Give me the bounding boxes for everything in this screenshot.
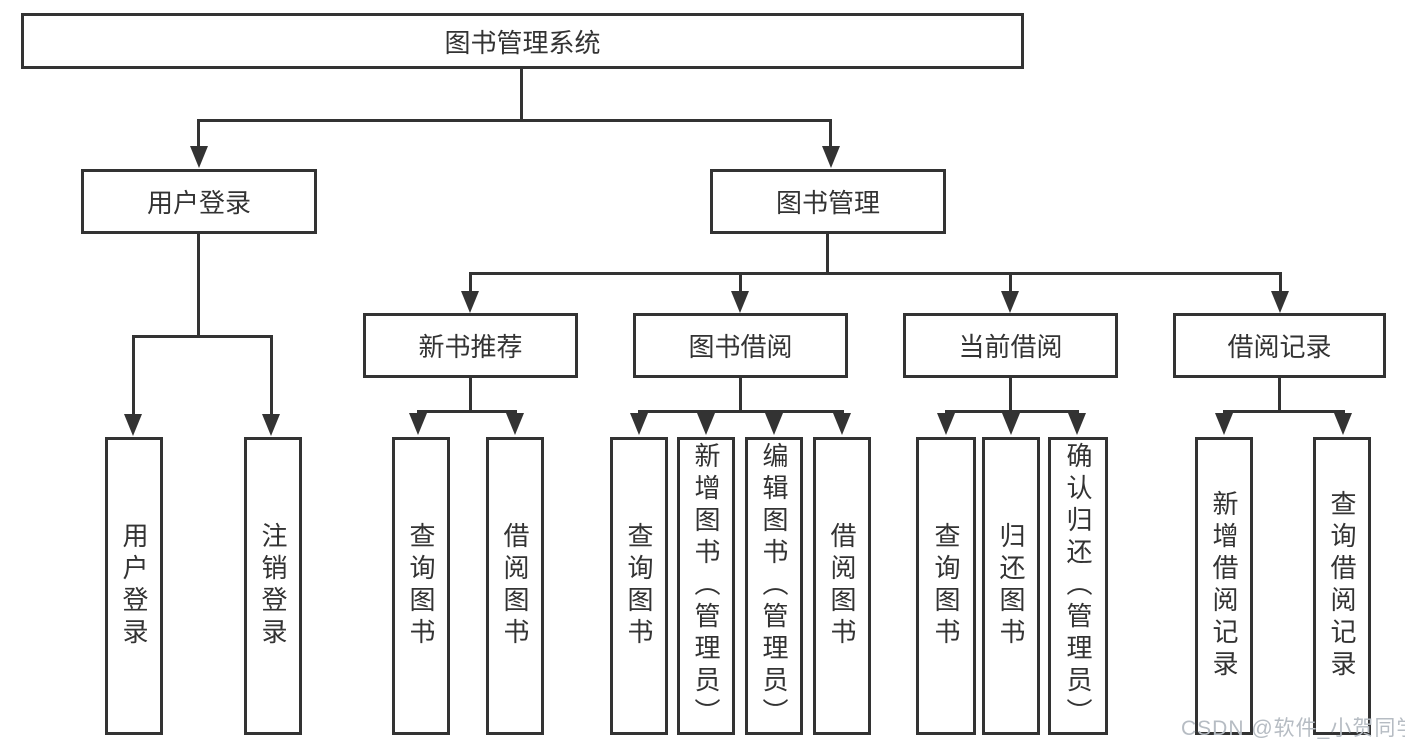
- arrowhead-query-book-current: [937, 413, 955, 435]
- connector-branch-borrow-record: [1279, 272, 1282, 292]
- connector-branch-book-mgmt: [829, 119, 832, 149]
- leaf-return-book: 归还图书: [982, 437, 1040, 735]
- node-book-borrow: 图书借阅: [633, 313, 848, 378]
- connector-borrow-record-horizontal: [1223, 410, 1345, 413]
- connector-current-borrow-horizontal: [945, 410, 1079, 413]
- arrowhead-edit-book: [765, 413, 783, 435]
- leaf-borrow-book-rec: 借阅图书: [486, 437, 544, 735]
- leaf-query-book-current: 查询图书: [916, 437, 976, 735]
- arrowhead-borrow-book-rec: [506, 413, 524, 435]
- arrowhead-new-book-rec: [461, 291, 479, 313]
- arrowhead-confirm-return: [1068, 413, 1086, 435]
- arrowhead-return-book: [1002, 413, 1020, 435]
- connector-branch-user-login: [197, 119, 200, 149]
- arrowhead-book-borrow: [731, 291, 749, 313]
- node-user-login: 用户登录: [81, 169, 317, 234]
- connector-root-horizontal: [197, 119, 832, 122]
- arrowhead-add-record: [1215, 413, 1233, 435]
- connector-book-mgmt-horizontal: [469, 272, 1282, 275]
- connector-new-book-rec-horizontal: [417, 410, 517, 413]
- connector-branch-new-book-rec: [469, 272, 472, 292]
- arrowhead-query-record: [1334, 413, 1352, 435]
- connector-branch-book-borrow: [739, 272, 742, 292]
- node-book-mgmt: 图书管理: [710, 169, 946, 234]
- leaf-borrow-book-borrow: 借阅图书: [813, 437, 871, 735]
- arrowhead-leaf-user-login: [124, 414, 142, 436]
- leaf-add-book: 新增图书（管理员）: [677, 437, 735, 735]
- csdn-watermark: CSDN @软件_小贺同学: [1181, 717, 1405, 740]
- connector-new-book-rec-stem: [469, 378, 472, 410]
- arrowhead-book-mgmt: [822, 146, 840, 168]
- connector-branch-leaf-logout: [270, 335, 273, 415]
- arrowhead-borrow-record: [1271, 291, 1289, 313]
- leaf-edit-book: 编辑图书（管理员）: [745, 437, 803, 735]
- connector-branch-leaf-user-login: [132, 335, 135, 415]
- node-root: 图书管理系统: [21, 13, 1024, 69]
- arrowhead-query-book-rec: [409, 413, 427, 435]
- arrowhead-borrow-book-borrow: [833, 413, 851, 435]
- arrowhead-leaf-logout: [262, 414, 280, 436]
- leaf-user-login: 用户登录: [105, 437, 163, 735]
- connector-book-borrow-stem: [739, 378, 742, 410]
- node-borrow-record: 借阅记录: [1173, 313, 1386, 378]
- connector-branch-current-borrow: [1009, 272, 1012, 292]
- leaf-logout: 注销登录: [244, 437, 302, 735]
- node-new-book-rec: 新书推荐: [363, 313, 578, 378]
- node-current-borrow: 当前借阅: [903, 313, 1118, 378]
- leaf-query-book-rec: 查询图书: [392, 437, 450, 735]
- arrowhead-current-borrow: [1001, 291, 1019, 313]
- connector-user-login-stem: [197, 233, 200, 335]
- leaf-add-record: 新增借阅记录: [1195, 437, 1253, 735]
- arrowhead-add-book: [697, 413, 715, 435]
- connector-current-borrow-stem: [1009, 378, 1012, 410]
- connector-root-stem: [520, 68, 523, 119]
- arrowhead-query-book-borrow: [630, 413, 648, 435]
- leaf-query-book-borrow: 查询图书: [610, 437, 668, 735]
- leaf-query-record: 查询借阅记录: [1313, 437, 1371, 735]
- arrowhead-user-login: [190, 146, 208, 168]
- connector-book-borrow-horizontal: [638, 410, 844, 413]
- connector-borrow-record-stem: [1278, 378, 1281, 410]
- connector-book-mgmt-stem: [826, 233, 829, 272]
- leaf-confirm-return: 确认归还（管理员）: [1048, 437, 1108, 735]
- connector-user-login-horizontal: [132, 335, 273, 338]
